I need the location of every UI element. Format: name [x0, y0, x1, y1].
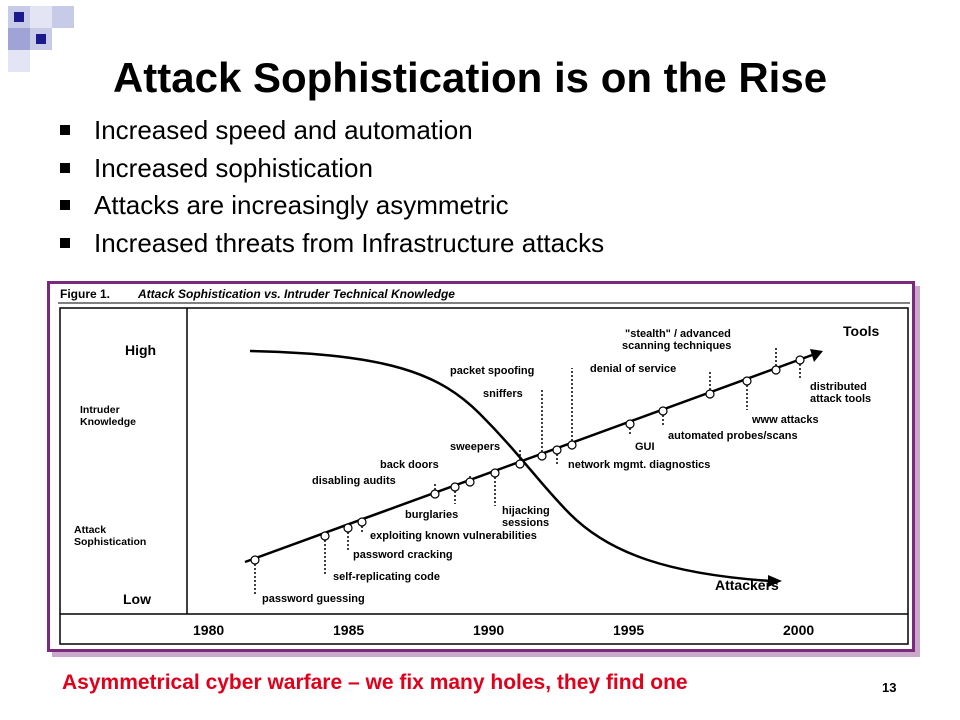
- label-exploiting: exploiting known vulnerabilities: [370, 530, 537, 542]
- figure-caption-prefix: Figure 1.: [60, 287, 110, 301]
- label-automated-probes: automated probes/scans: [668, 430, 798, 442]
- label-denial-of-service: denial of service: [590, 363, 676, 375]
- label-stealth-2: scanning techniques: [622, 340, 731, 352]
- x-tick-1985: 1985: [333, 622, 364, 638]
- y-label-low: Low: [123, 591, 151, 607]
- footer-tagline: Asymmetrical cyber warfare – we fix many…: [62, 671, 688, 694]
- bullet-item: Increased speed and automation: [60, 112, 604, 150]
- label-network-mgmt: network mgmt. diagnostics: [568, 459, 710, 471]
- tools-arrow-icon: [810, 349, 823, 362]
- bullet-item: Increased sophistication: [60, 150, 604, 188]
- tools-label: Tools: [843, 323, 880, 339]
- label-packet-spoofing: packet spoofing: [450, 365, 534, 377]
- label-self-replicating: self-replicating code: [333, 571, 440, 583]
- y-label-intruder-knowledge-2: Knowledge: [80, 416, 136, 428]
- x-tick-2000: 2000: [783, 622, 814, 638]
- attack-sophistication-diagram: Figure 1. Attack Sophistication vs. Intr…: [58, 287, 910, 645]
- label-gui: GUI: [635, 441, 655, 453]
- label-sniffers: sniffers: [483, 388, 523, 400]
- attackers-label: Attackers: [715, 577, 779, 593]
- y-label-attack-sophistication-1: Attack: [74, 524, 106, 536]
- label-hijacking-2: sessions: [502, 517, 549, 529]
- bullet-square-icon: [60, 237, 70, 248]
- bullet-square-icon: [60, 125, 70, 135]
- x-tick-1990: 1990: [473, 622, 504, 638]
- y-label-attack-sophistication-2: Sophistication: [74, 536, 146, 548]
- bullet-item: Increased threats from Infrastructure at…: [60, 225, 604, 263]
- bullet-square-icon: [60, 200, 70, 210]
- label-distributed-1: distributed: [810, 381, 867, 393]
- y-label-intruder-knowledge-1: Intruder: [80, 404, 120, 416]
- label-sweepers: sweepers: [450, 441, 500, 453]
- figure-caption: Attack Sophistication vs. Intruder Techn…: [137, 287, 455, 301]
- label-back-doors: back doors: [380, 459, 439, 471]
- label-burglaries: burglaries: [405, 509, 458, 521]
- attackers-arrow-icon: [768, 575, 782, 587]
- bullet-list: Increased speed and automation Increased…: [60, 112, 604, 262]
- attackers-curve: [249, 349, 771, 583]
- y-label-high: High: [125, 342, 156, 358]
- label-password-cracking: password cracking: [353, 549, 453, 561]
- figure-frame: Figure 1. Attack Sophistication vs. Intr…: [47, 281, 915, 652]
- label-distributed-2: attack tools: [810, 393, 871, 405]
- bullet-item: Attacks are increasingly asymmetric: [60, 187, 604, 225]
- label-hijacking-1: hijacking: [502, 505, 550, 517]
- page-number: 13: [882, 680, 897, 695]
- label-stealth-1: "stealth" / advanced: [625, 328, 731, 340]
- x-tick-1995: 1995: [613, 622, 644, 638]
- x-tick-1980: 1980: [193, 622, 224, 638]
- bullet-square-icon: [60, 162, 70, 173]
- label-www-attacks: www attacks: [751, 414, 819, 426]
- label-password-guessing: password guessing: [262, 593, 365, 605]
- label-disabling-audits: disabling audits: [312, 475, 396, 487]
- slide-title: Attack Sophistication is on the Rise: [112, 54, 828, 101]
- tools-line: [244, 352, 816, 564]
